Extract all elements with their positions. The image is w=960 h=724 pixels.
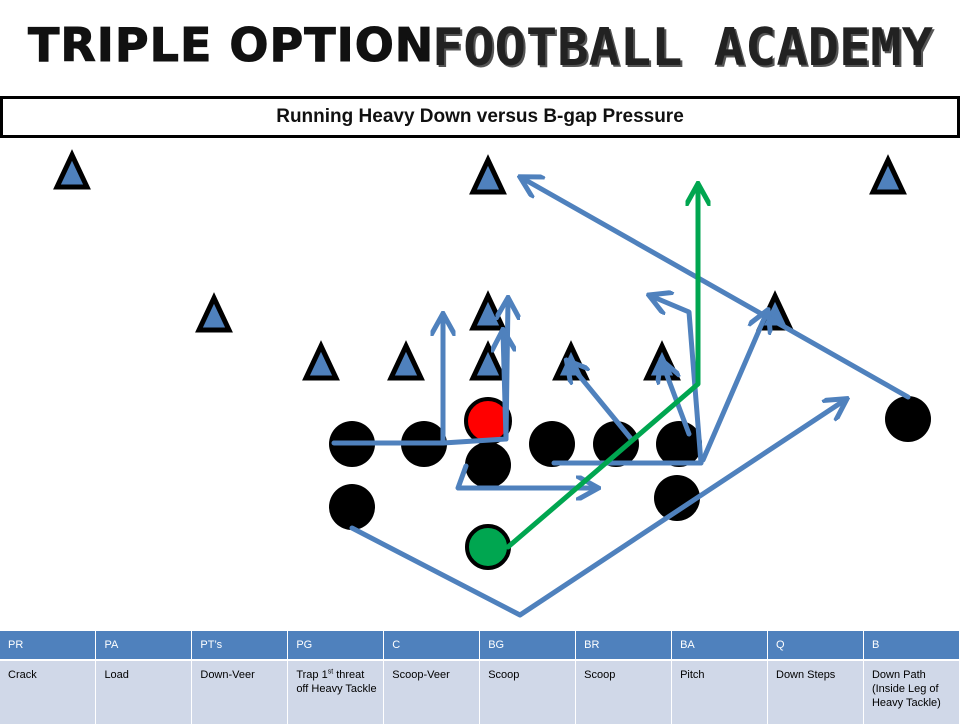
player-fullback bbox=[465, 524, 511, 570]
table-cell: Down-Veer bbox=[191, 659, 289, 724]
route-tight-end bbox=[651, 296, 704, 466]
table-row: Crack Load Down-Veer Trap 1st threat off… bbox=[0, 659, 960, 724]
defender-triangle bbox=[469, 290, 507, 331]
table-cell: Crack bbox=[0, 659, 97, 724]
assignment-table: PR PA PT’s PG C BG BR BA Q B Crack Load … bbox=[0, 631, 960, 724]
player-rg bbox=[529, 421, 575, 467]
defender-triangle bbox=[869, 154, 907, 195]
defender-triangle bbox=[469, 154, 507, 195]
defense bbox=[53, 149, 907, 381]
table-header-cell: Q bbox=[767, 631, 864, 660]
table-header-cell: PA bbox=[95, 631, 193, 660]
player-back-right bbox=[654, 475, 700, 521]
table-cell: Down Path (Inside Leg of Heavy Tackle) bbox=[863, 659, 960, 724]
logo-triple-option: TRIPLE OPTION bbox=[27, 18, 435, 73]
table-cell: Load bbox=[95, 659, 193, 724]
player-te bbox=[656, 421, 702, 467]
play-diagram bbox=[53, 149, 931, 618]
logo-football-academy: FOOTBALL ACADEMY bbox=[432, 18, 933, 78]
table-cell: Scoop-Veer bbox=[383, 659, 481, 724]
routes bbox=[331, 178, 911, 618]
title-bar: Running Heavy Down versus B-gap Pressure bbox=[0, 96, 960, 138]
defender-triangle bbox=[302, 340, 340, 381]
route-wr-crack bbox=[522, 178, 911, 400]
player-wr-right bbox=[885, 396, 931, 442]
route-qb bbox=[455, 463, 596, 488]
table-header-cell: PG bbox=[287, 631, 385, 660]
table-header-cell: PT’s bbox=[191, 631, 289, 660]
route-pitch bbox=[349, 400, 845, 618]
table-header-row: PR PA PT’s PG C BG BR BA Q B bbox=[0, 631, 960, 660]
table-header-cell: BG bbox=[479, 631, 577, 660]
defender-triangle bbox=[387, 340, 425, 381]
table-cell: Scoop bbox=[479, 659, 577, 724]
route-right-tackle bbox=[662, 362, 692, 437]
table-cell: Scoop bbox=[575, 659, 673, 724]
table-header-cell: BA bbox=[671, 631, 768, 660]
route-te-release bbox=[700, 312, 767, 463]
play-title: Running Heavy Down versus B-gap Pressure bbox=[276, 106, 684, 127]
player-back-left bbox=[329, 484, 375, 530]
header: TRIPLE OPTION FOOTBALL ACADEMY bbox=[0, 0, 960, 95]
defender-triangle bbox=[195, 292, 233, 333]
defender-triangle bbox=[469, 340, 507, 381]
player-rt bbox=[593, 421, 639, 467]
offense bbox=[329, 396, 931, 570]
table-cell: Trap 1st threat off Heavy Tackle bbox=[287, 659, 385, 724]
table-header-cell: C bbox=[383, 631, 481, 660]
table-header-cell: BR bbox=[575, 631, 673, 660]
table-cell: Pitch bbox=[671, 659, 768, 724]
route-right-guard bbox=[568, 362, 635, 443]
table-cell: Down Steps bbox=[767, 659, 864, 724]
defender-triangle bbox=[53, 149, 91, 190]
player-qb bbox=[465, 442, 511, 488]
table-header-cell: B bbox=[863, 631, 960, 660]
route-center-lead bbox=[503, 332, 506, 442]
path-ballcarrier bbox=[505, 186, 698, 550]
table-header-cell: PR bbox=[0, 631, 97, 660]
